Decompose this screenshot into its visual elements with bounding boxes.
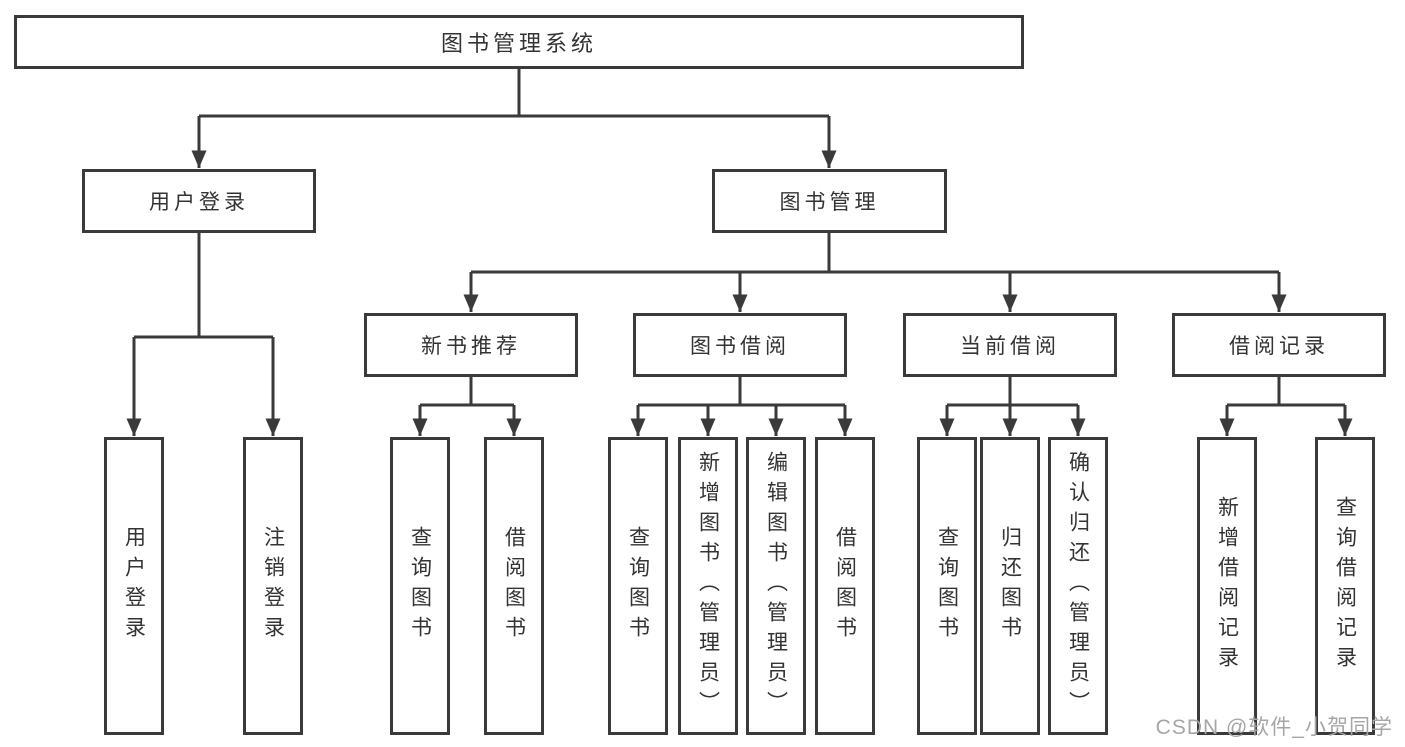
node-borrow-records-label: 借阅记录 [1229, 335, 1329, 358]
leaf-query-books-recommend: 查询图书 [390, 437, 450, 735]
leaf-borrow-books: 借阅图书 [815, 437, 875, 735]
node-user-login: 用户登录 [82, 169, 316, 233]
node-borrow-records: 借阅记录 [1172, 313, 1386, 377]
leaf-query-borrow-record-label: 查询借阅记录 [1333, 496, 1357, 676]
leaf-query-books-current-label: 查询图书 [935, 526, 959, 646]
leaf-edit-books-admin: 编辑图书（管理员） [746, 437, 806, 735]
leaf-return-books-label: 归还图书 [998, 526, 1022, 646]
leaf-add-books-admin: 新增图书（管理员） [678, 437, 738, 735]
leaf-logout: 注销登录 [243, 437, 303, 735]
node-new-book-recommend-label: 新书推荐 [421, 335, 521, 358]
connector-user-login-bar [134, 233, 273, 339]
node-user-login-label: 用户登录 [149, 191, 249, 214]
leaf-user-login-label: 用户登录 [122, 526, 146, 646]
leaf-edit-books-admin-label: 编辑图书（管理员） [764, 451, 788, 721]
connector-book-borrow-bar [638, 377, 845, 407]
leaf-add-borrow-record: 新增借阅记录 [1197, 437, 1257, 735]
leaf-user-login: 用户登录 [104, 437, 164, 735]
node-new-book-recommend: 新书推荐 [364, 313, 578, 377]
leaf-query-borrow-record: 查询借阅记录 [1315, 437, 1375, 735]
leaf-query-books-current: 查询图书 [917, 437, 977, 735]
connector-new-book-recommend-bar [420, 377, 514, 407]
leaf-add-books-admin-label: 新增图书（管理员） [696, 451, 720, 721]
node-root: 图书管理系统 [14, 15, 1024, 69]
node-book-management-label: 图书管理 [779, 191, 880, 214]
leaf-query-books-recommend-label: 查询图书 [408, 526, 432, 646]
leaf-query-books-borrow-label: 查询图书 [626, 526, 650, 646]
watermark: CSDN @软件_小贺同学 [1155, 716, 1393, 739]
leaf-logout-label: 注销登录 [261, 526, 285, 646]
leaf-query-books-borrow: 查询图书 [608, 437, 668, 735]
leaf-confirm-return-admin-label: 确认归还（管理员） [1066, 451, 1090, 721]
leaf-borrow-books-recommend: 借阅图书 [484, 437, 544, 735]
connector-borrow-records-bar [1227, 377, 1345, 407]
leaf-return-books: 归还图书 [980, 437, 1040, 735]
connector-current-borrow-bar [947, 377, 1078, 407]
node-current-borrow-label: 当前借阅 [960, 335, 1060, 358]
node-book-borrow-label: 图书借阅 [690, 335, 790, 358]
node-root-label: 图书管理系统 [440, 31, 597, 56]
node-book-borrow: 图书借阅 [633, 313, 847, 377]
leaf-borrow-books-recommend-label: 借阅图书 [502, 526, 526, 646]
node-current-borrow: 当前借阅 [903, 313, 1117, 377]
leaf-borrow-books-label: 借阅图书 [833, 526, 857, 646]
connector-book-management-bar [471, 233, 1279, 274]
node-book-management: 图书管理 [712, 169, 947, 233]
leaf-add-borrow-record-label: 新增借阅记录 [1215, 496, 1239, 676]
connector-root-bar [199, 69, 829, 118]
leaf-confirm-return-admin: 确认归还（管理员） [1048, 437, 1108, 735]
